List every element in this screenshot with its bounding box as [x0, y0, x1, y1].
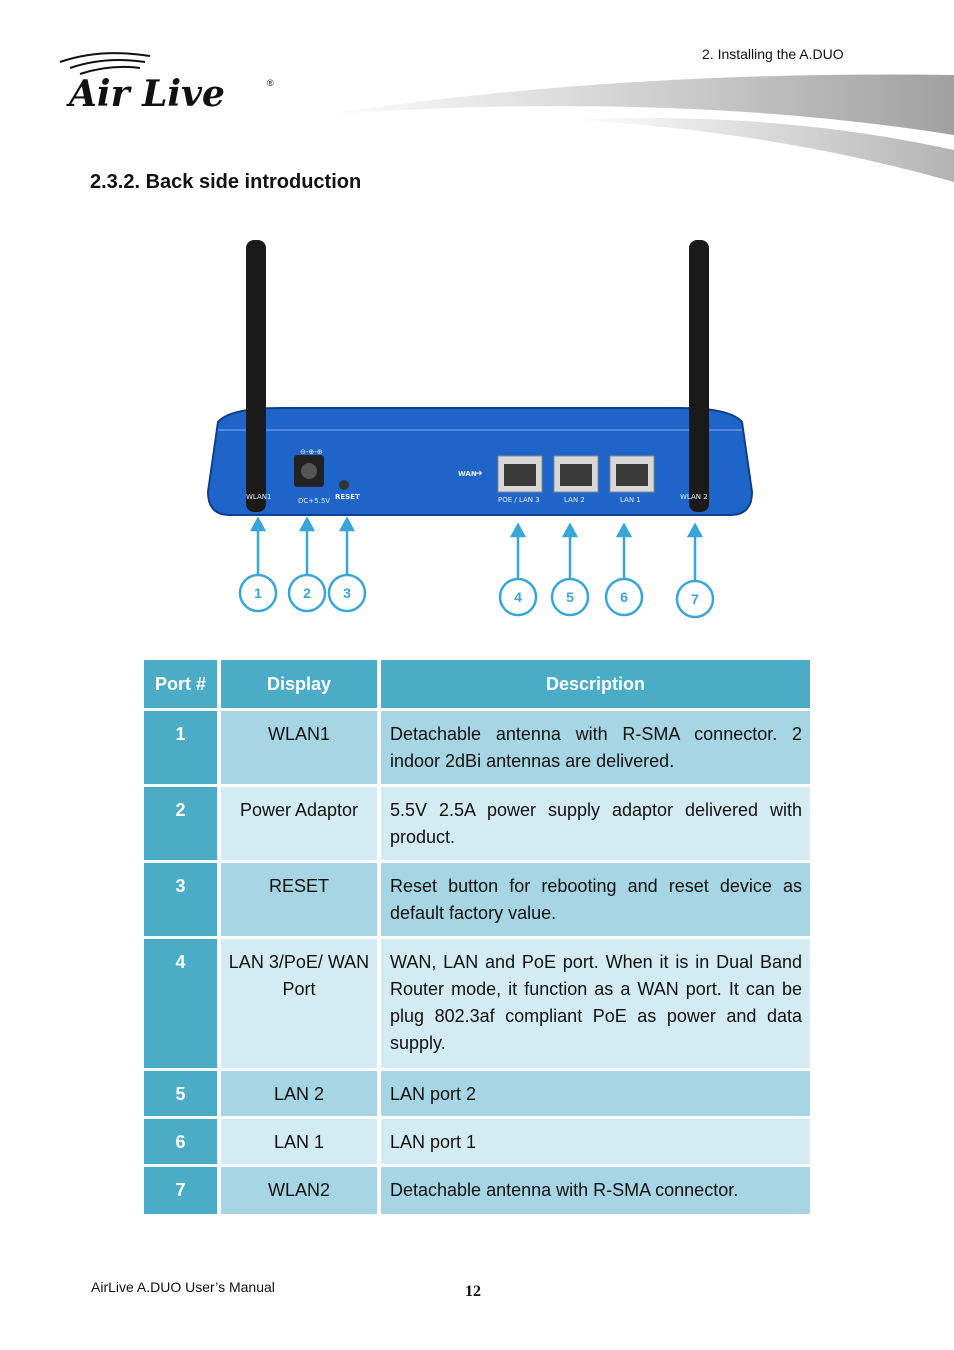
ethernet-port-poe — [497, 455, 543, 493]
callout-7: 7 — [691, 591, 699, 607]
table-row: 1 WLAN1 Detachable antenna with R-SMA co… — [144, 708, 810, 786]
table-row: 3 RESET Reset button for rebooting and r… — [144, 860, 810, 938]
lan1-label: LAN 1 — [620, 496, 641, 504]
chapter-header: 2. Installing the A.DUO — [702, 46, 844, 62]
table-row: 2 Power Adaptor 5.5V 2.5A power supply a… — [144, 784, 810, 862]
header-description: Description — [377, 660, 810, 710]
port-description: Reset button for rebooting and reset dev… — [377, 860, 810, 938]
port-number: 5 — [144, 1068, 219, 1118]
port-display: WLAN2 — [217, 1164, 379, 1214]
callout-2: 2 — [303, 585, 311, 601]
wan-label: WAN — [458, 470, 477, 478]
reset-label: RESET — [335, 493, 360, 501]
table-row: 4 LAN 3/PoE/ WAN Port WAN, LAN and PoE p… — [144, 936, 810, 1070]
lan2-label: LAN 2 — [564, 496, 585, 504]
port-description: LAN port 1 — [377, 1116, 810, 1166]
port-number: 1 — [144, 708, 219, 786]
callout-4: 4 — [514, 589, 522, 605]
port-description: Detachable antenna with R-SMA connector. — [377, 1164, 810, 1214]
port-display: LAN 2 — [217, 1068, 379, 1118]
header-port: Port # — [144, 660, 219, 710]
port-description: LAN port 2 — [377, 1068, 810, 1118]
callout-3: 3 — [343, 585, 351, 601]
table-row: 5 LAN 2 LAN port 2 — [144, 1068, 810, 1118]
callout-5: 5 — [566, 589, 574, 605]
port-number: 4 — [144, 936, 219, 1070]
port-display: LAN 3/PoE/ WAN Port — [217, 936, 379, 1070]
port-description: Detachable antenna with R-SMA connector.… — [377, 708, 810, 786]
reset-button — [339, 480, 349, 490]
port-display: RESET — [217, 860, 379, 938]
port-display: Power Adaptor — [217, 784, 379, 862]
logo-text: Air Live — [66, 73, 225, 113]
callout-1: 1 — [254, 585, 262, 601]
router-back-panel-figure: ⊖-⊕-⊕ WLAN1 DC+5.5V RESET WAN ➔ POE / LA… — [206, 240, 754, 619]
svg-text:®: ® — [267, 78, 274, 88]
port-number: 3 — [144, 860, 219, 938]
airlive-logo: Air Live ® — [59, 52, 274, 113]
port-description: WAN, LAN and PoE port. When it is in Dua… — [377, 936, 810, 1070]
section-title: 2.3.2. Back side introduction — [90, 171, 362, 193]
table-row: 7 WLAN2 Detachable antenna with R-SMA co… — [144, 1164, 810, 1214]
router-body — [206, 407, 754, 516]
table-header-row: Port # Display Description — [144, 660, 810, 710]
footer-manual-title: AirLive A.DUO User’s Manual — [91, 1279, 275, 1295]
wlan2-label: WLAN 2 — [680, 493, 708, 501]
wlan1-label: WLAN1 — [246, 493, 271, 501]
power-symbol-label: ⊖-⊕-⊕ — [300, 448, 323, 456]
antenna-left — [246, 240, 266, 512]
poe-lan3-label: POE / LAN 3 — [498, 496, 540, 504]
svg-text:➔: ➔ — [475, 469, 483, 479]
page-number: 12 — [465, 1283, 481, 1300]
table-row: 6 LAN 1 LAN port 1 — [144, 1116, 810, 1166]
port-description: 5.5V 2.5A power supply adaptor delivered… — [377, 784, 810, 862]
ethernet-port-lan2 — [553, 455, 599, 493]
port-display: WLAN1 — [217, 708, 379, 786]
ethernet-port-lan1 — [609, 455, 655, 493]
port-number: 6 — [144, 1116, 219, 1166]
dc-label: DC+5.5V — [298, 497, 330, 505]
header-display: Display — [217, 660, 379, 710]
port-table: Port # Display Description 1 WLAN1 Detac… — [144, 660, 810, 1214]
antenna-right — [689, 240, 709, 512]
callout-6: 6 — [620, 589, 628, 605]
port-number: 2 — [144, 784, 219, 862]
port-display: LAN 1 — [217, 1116, 379, 1166]
header-swoosh-decoration — [320, 74, 954, 182]
port-number: 7 — [144, 1164, 219, 1214]
